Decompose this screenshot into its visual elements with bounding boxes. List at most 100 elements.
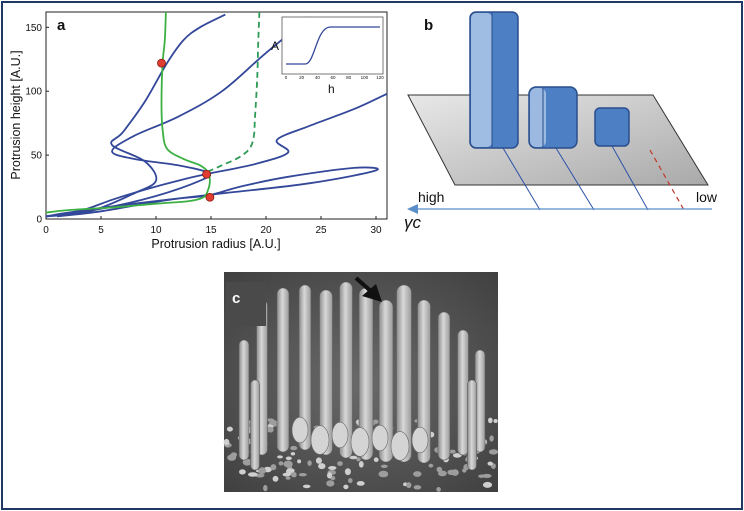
marker-layer (157, 58, 215, 202)
microvillus-dot (242, 458, 252, 466)
inset-x-tick-label: 0 (285, 75, 288, 80)
microvillus-dot (223, 438, 230, 446)
microvillus-dot (291, 472, 297, 478)
microvillus-dot (413, 471, 422, 477)
microvillus-dot (356, 457, 361, 462)
microvillus-dot (230, 452, 238, 458)
stereocilium (378, 299, 394, 463)
stereocilium (457, 329, 469, 456)
microvillus-dot (488, 449, 499, 455)
inset-x-tick-label: 40 (315, 75, 321, 80)
stereocilium (250, 379, 260, 471)
y-tick-label: 0 (36, 215, 42, 226)
microvillus-dot (290, 452, 296, 456)
stereocilium (238, 339, 250, 461)
microvillus-dot (428, 463, 434, 468)
series-line-1 (45, 166, 379, 218)
short-stereocilium (411, 426, 429, 454)
x-tick-label: 30 (370, 225, 382, 236)
microvillus-dot (266, 418, 275, 422)
y-axis-label: Protrusion height [A.U.] (9, 50, 23, 179)
panel-a-label: a (57, 17, 66, 34)
stereocilium (417, 299, 431, 464)
microvillus-dot (239, 469, 246, 475)
microvillus-dot (447, 469, 456, 475)
microvillus-dot (436, 487, 441, 492)
x-axis-label: Protrusion radius [A.U.] (151, 237, 280, 251)
y-tick-label: 150 (25, 23, 42, 34)
micrograph-stereocilia (238, 281, 486, 471)
microvillus-dot (226, 426, 233, 432)
panel-c-label: c (232, 290, 240, 307)
microvillus-dot (349, 455, 358, 460)
stereocilium (298, 284, 312, 451)
inset-x-tick-label: 60 (330, 75, 336, 80)
inset-x-tick-label: 80 (346, 75, 352, 80)
pointer-arrow-icon (354, 276, 382, 302)
x-tick-label: 25 (315, 225, 327, 236)
microvillus-dot (248, 472, 258, 477)
microvillus-dot (327, 472, 332, 479)
microvillus-dot (337, 461, 343, 466)
microvillus-dot (278, 461, 284, 466)
x-tick-label: 20 (260, 225, 272, 236)
y-tick-label: 50 (31, 151, 43, 162)
microvillus-dot (282, 472, 291, 477)
microvillus-dot (452, 453, 462, 458)
series-line-3 (45, 92, 388, 218)
inset-y-label: A (271, 39, 279, 53)
microvillus-dot (413, 485, 422, 490)
short-stereocilium (350, 427, 370, 457)
microvillus-dot (326, 480, 335, 487)
microvillus-dot (315, 457, 322, 464)
intersection-marker (202, 169, 212, 179)
microvillus-dot (318, 463, 326, 470)
inset-x-tick-label: 100 (361, 75, 369, 80)
axis-low-label: low (696, 189, 718, 205)
microvillus-dot (302, 484, 311, 489)
microvillus-dot (285, 456, 292, 461)
microvillus-dot (356, 481, 365, 486)
x-tick-label: 5 (98, 225, 104, 236)
x-tick-label: 0 (43, 225, 49, 236)
intersection-marker (205, 192, 215, 202)
series-line-6 (207, 11, 261, 173)
microvillus-dot (307, 460, 312, 466)
microvillus-dot (482, 473, 492, 478)
short-stereocilium (331, 421, 349, 449)
axis-high-label: high (418, 189, 444, 205)
microvillus-dot (438, 470, 447, 477)
microvillus-dot (487, 461, 493, 466)
connector-line (502, 147, 541, 211)
microvillus-dot (298, 473, 307, 477)
short-stereocilium (291, 416, 309, 444)
x-tick-label: 15 (205, 225, 217, 236)
inset-x-tick-label: 20 (299, 75, 305, 80)
microvillus-dot (286, 468, 295, 473)
microvillus-dot (285, 476, 291, 480)
x-tick-label: 10 (150, 225, 162, 236)
y-tick-label: 100 (25, 87, 42, 98)
stereocilium (319, 289, 333, 456)
microvillus-dot (348, 478, 353, 484)
microvillus-dot (272, 475, 279, 482)
connector-line (611, 145, 649, 211)
panel-c-label-box (226, 282, 266, 326)
series-line-4 (45, 13, 226, 218)
x-axis-ticks: 0 5 10 15 20 25 30 (43, 216, 382, 236)
short-stereocilium (371, 424, 389, 452)
series-line-2 (45, 16, 311, 218)
microvillus-dot (489, 435, 494, 442)
microvillus-dot (380, 464, 388, 468)
protrusion-tall (469, 11, 519, 149)
microvillus-dot (270, 464, 277, 471)
microvillus-dot (297, 459, 302, 464)
panel-a-chart: a 0 5 10 15 20 25 30 0 50 100 150 Protrusion radi… (9, 11, 388, 251)
stereocilium (339, 281, 353, 459)
y-axis-ticks: 0 50 100 150 (25, 23, 49, 226)
microvillus-dot (283, 460, 293, 468)
microvillus-dot (449, 449, 456, 454)
